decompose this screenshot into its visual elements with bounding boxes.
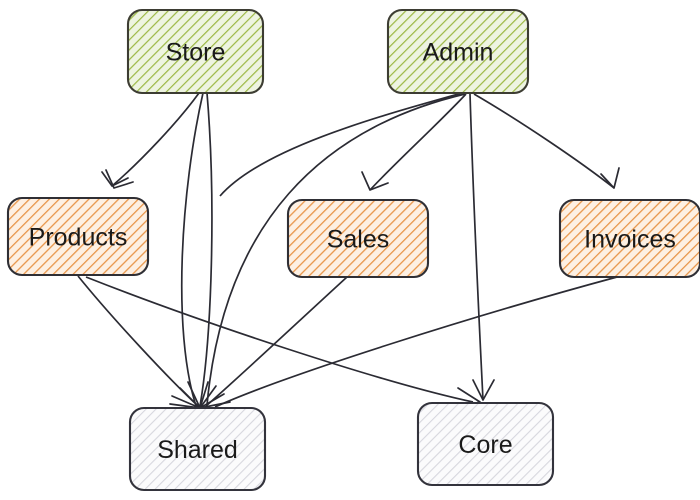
arrowhead-icon-head-products-2	[105, 169, 134, 189]
edge-store-shared-b	[199, 92, 213, 407]
arrowhead-icon-head-sales	[361, 171, 389, 191]
node-box-shared[interactable]	[128, 406, 267, 492]
arrowhead-icon-head-invoices	[600, 167, 620, 189]
node-shared[interactable]: Shared	[128, 406, 267, 492]
edge-admin-shared	[206, 93, 466, 406]
arrowhead-icon-head-shared-1	[187, 381, 209, 409]
node-box-products[interactable]	[6, 196, 150, 277]
node-box-sales[interactable]	[286, 198, 430, 279]
edge-admin-sales	[369, 93, 467, 191]
edge-invoices-shared	[214, 276, 618, 408]
node-store[interactable]: Store	[126, 8, 265, 95]
node-box-core[interactable]	[416, 401, 555, 487]
node-admin[interactable]: Admin	[386, 8, 530, 95]
node-invoices[interactable]: Invoices	[558, 198, 700, 279]
arrowhead-icon-head-shared-3	[171, 393, 225, 409]
node-products[interactable]: Products	[6, 196, 150, 277]
edge-store-products	[111, 92, 200, 187]
arrowhead-icon-head-shared-2	[179, 385, 217, 409]
node-sales[interactable]: Sales	[286, 198, 430, 279]
edge-products-core	[85, 276, 474, 403]
edge-sales-shared	[205, 276, 348, 407]
arrowhead-icon-head-core-1	[472, 379, 495, 401]
node-box-invoices[interactable]	[558, 198, 700, 279]
edges-layer	[77, 92, 618, 408]
edge-store-shared-a	[180, 92, 204, 407]
edge-admin-products	[219, 92, 463, 197]
node-core[interactable]: Core	[416, 401, 555, 487]
arrowhead-icon-head-products-1	[101, 171, 129, 187]
node-box-admin[interactable]	[386, 8, 530, 95]
edge-products-shared	[77, 275, 199, 407]
edge-admin-core	[469, 93, 484, 401]
node-box-store[interactable]	[126, 8, 265, 95]
edge-admin-invoices	[473, 93, 615, 189]
